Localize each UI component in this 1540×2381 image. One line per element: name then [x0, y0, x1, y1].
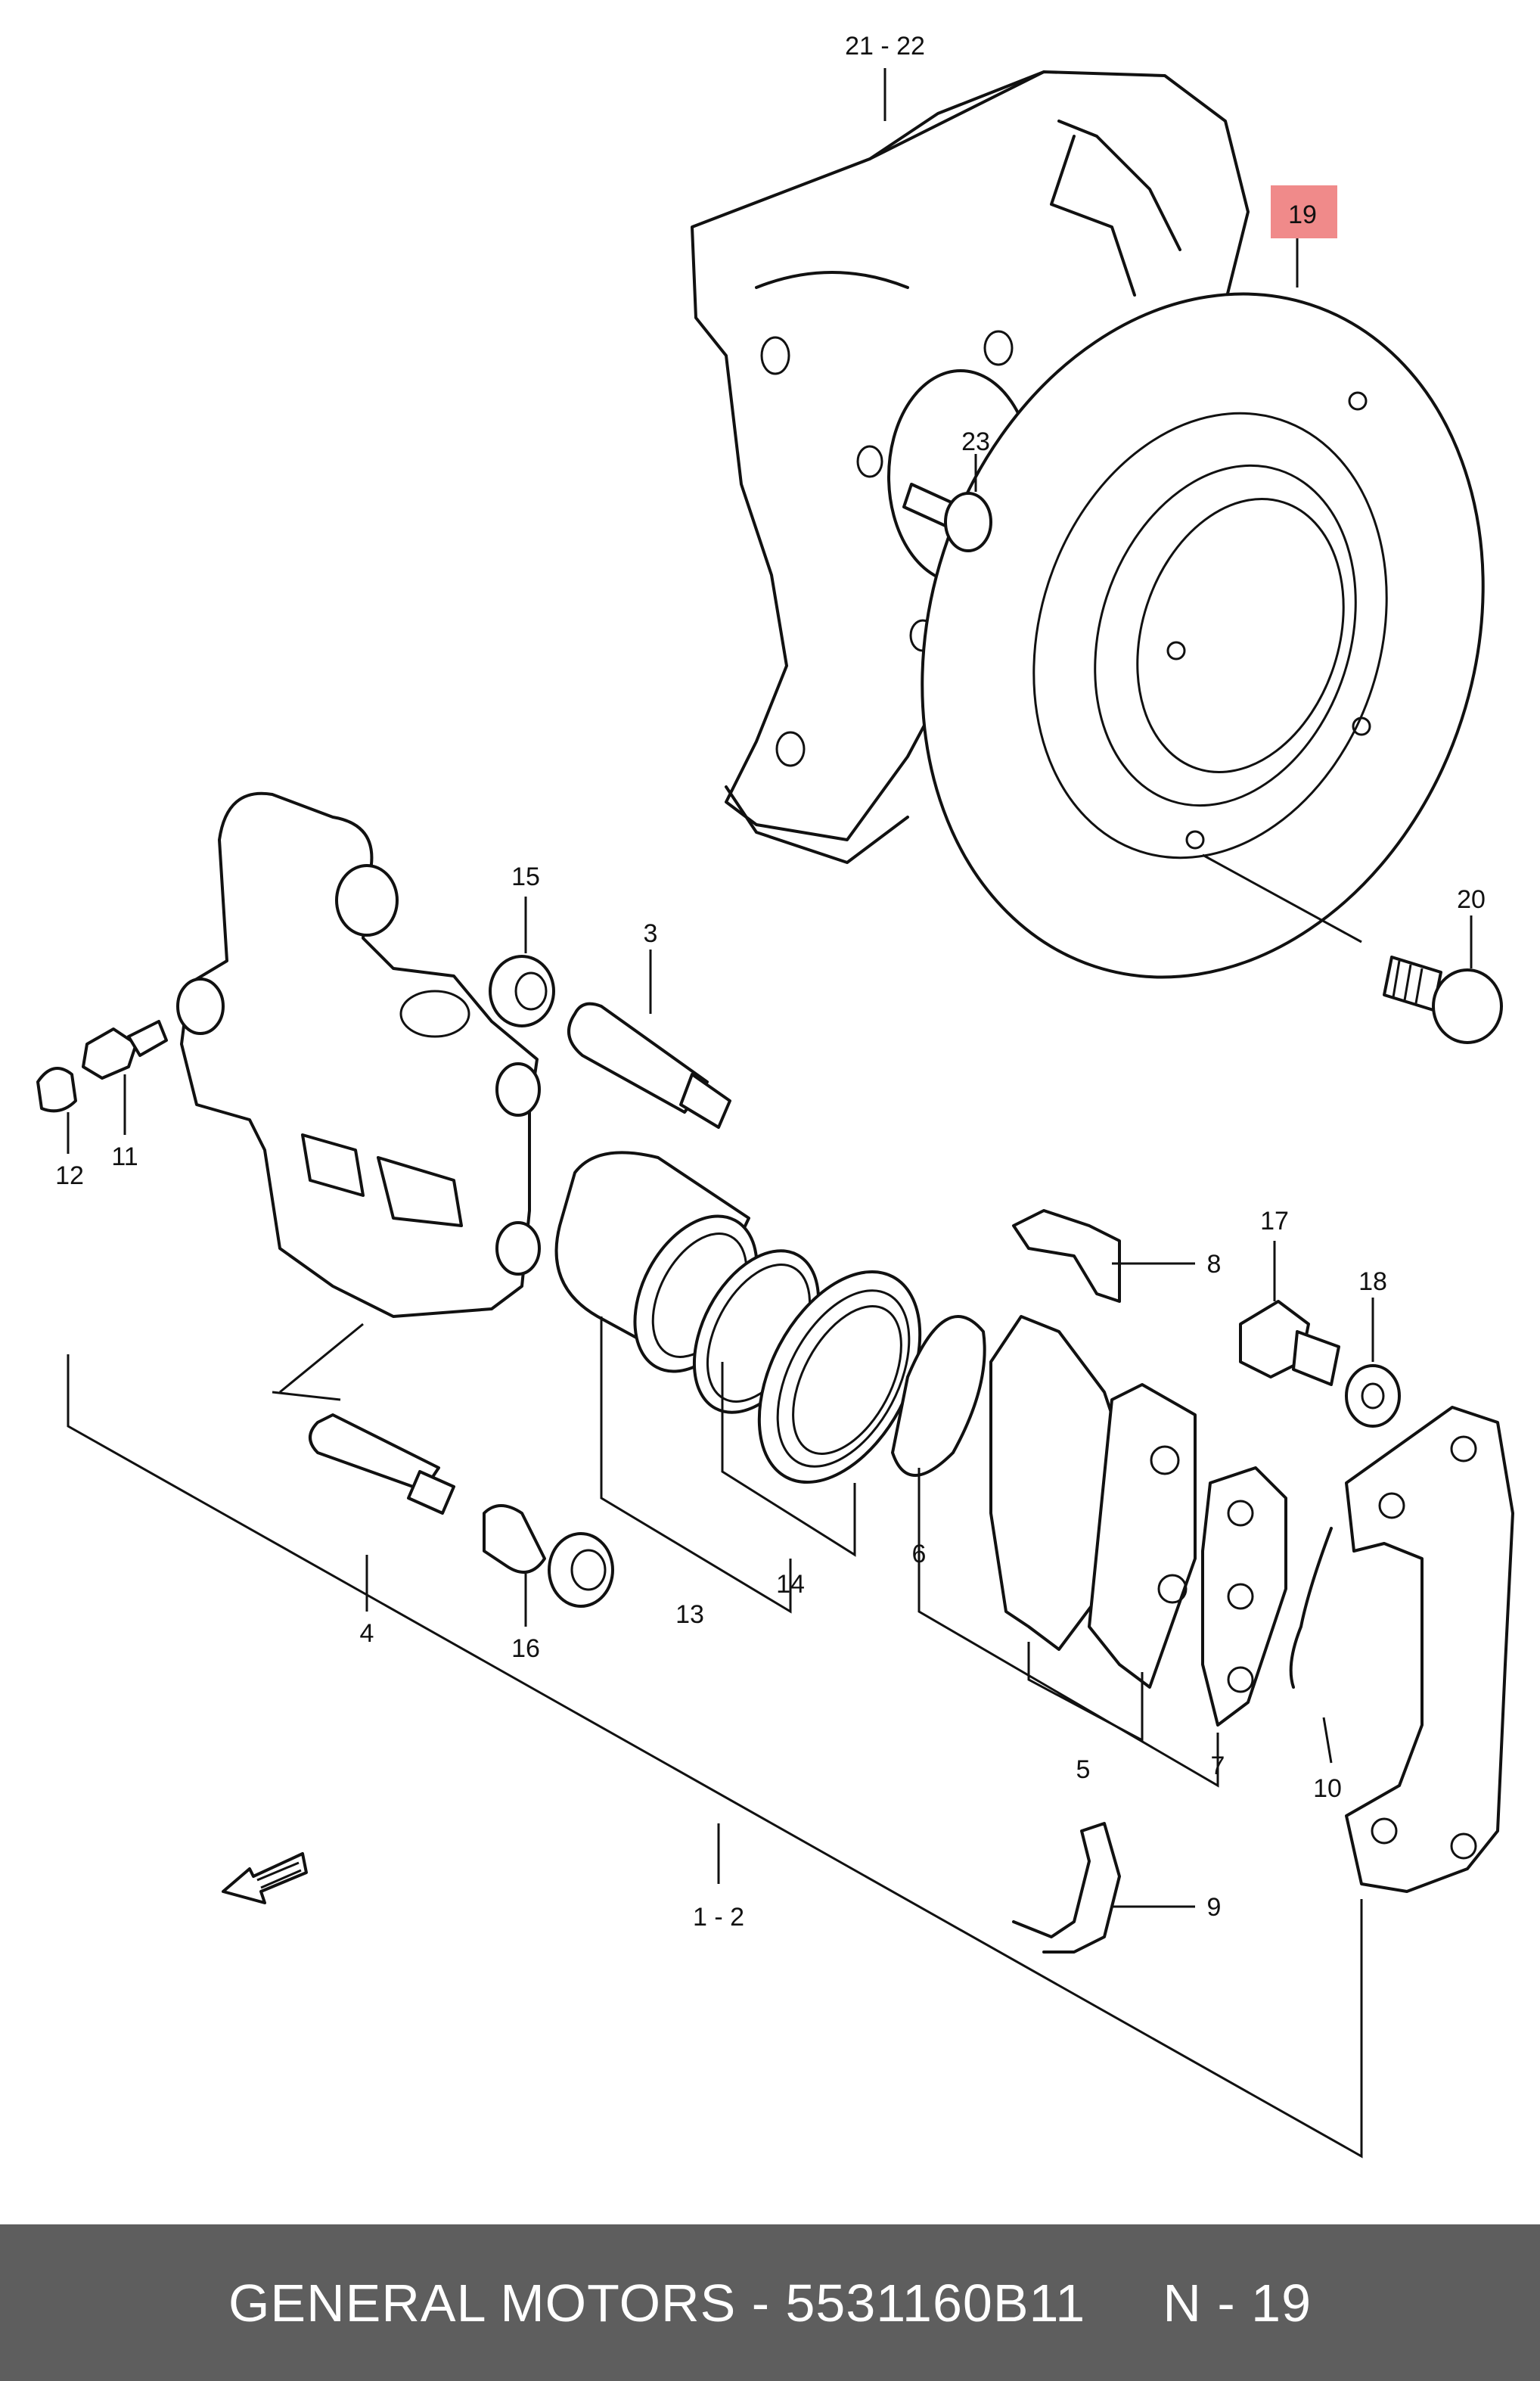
callout-13: 13 — [675, 1600, 704, 1629]
bleeder-screw-11-part — [82, 1020, 168, 1080]
brake-disc-part — [921, 292, 1485, 979]
callout-10: 10 — [1313, 1774, 1342, 1803]
bleeder-cap-12-part — [36, 1067, 77, 1113]
bushing-16-part — [483, 1504, 614, 1608]
pad-clip-9-part — [1012, 1822, 1121, 1954]
callout-14: 14 — [776, 1570, 805, 1599]
callout-1-2: 1 - 2 — [693, 1903, 744, 1932]
footer-text: GENERAL MOTORS - 5531160B11 N - 19 — [228, 2273, 1312, 2333]
callout-8: 8 — [1207, 1250, 1222, 1279]
callout-7: 7 — [1211, 1752, 1225, 1780]
caliper-support-part — [1345, 1406, 1514, 1893]
callout-23: 23 — [961, 427, 990, 456]
caliper-body-part — [176, 791, 541, 1318]
callout-15: 15 — [511, 863, 540, 891]
callout-3: 3 — [644, 919, 658, 948]
piston-boot-14-part — [757, 1270, 922, 1484]
callout-21-22: 21 - 22 — [845, 32, 925, 61]
bolt-17-part — [1239, 1300, 1340, 1386]
bolt-20-part — [1383, 956, 1503, 1044]
callout-17: 17 — [1260, 1207, 1289, 1236]
callout-12: 12 — [55, 1161, 84, 1190]
retainer-6-part — [891, 1315, 986, 1477]
callout-18: 18 — [1358, 1267, 1387, 1296]
brake-assembly-diagram: 21 - 22 19 23 20 15 3 12 11 8 17 18 4 16… — [36, 32, 1514, 2159]
callout-11: 11 — [111, 1142, 138, 1171]
callout-19-highlight — [1271, 185, 1337, 238]
callout-16: 16 — [511, 1634, 540, 1663]
pad-clip-8-part — [1012, 1209, 1121, 1303]
guide-pin-4-part — [309, 1413, 455, 1515]
bushing-15-part — [489, 955, 555, 1027]
front-arrow-icon — [222, 1852, 308, 1904]
callout-5: 5 — [1076, 1755, 1091, 1784]
footer-bar: GENERAL MOTORS - 5531160B11 N - 19 — [0, 2224, 1540, 2381]
brake-pad-7-part — [1088, 1383, 1287, 1727]
callout-labels: 21 - 22 19 23 20 15 3 12 11 8 17 18 4 16… — [55, 32, 1486, 1932]
callout-6: 6 — [912, 1540, 927, 1568]
callout-20: 20 — [1457, 885, 1486, 914]
callout-9: 9 — [1207, 1893, 1222, 1922]
anti-rattle-spring-10-part — [1289, 1527, 1333, 1689]
washer-18-part — [1345, 1364, 1401, 1428]
bolt-23-part — [902, 483, 992, 552]
callout-4: 4 — [360, 1619, 374, 1648]
guide-pin-3-part — [567, 1002, 731, 1129]
callout-19: 19 — [1288, 200, 1317, 229]
